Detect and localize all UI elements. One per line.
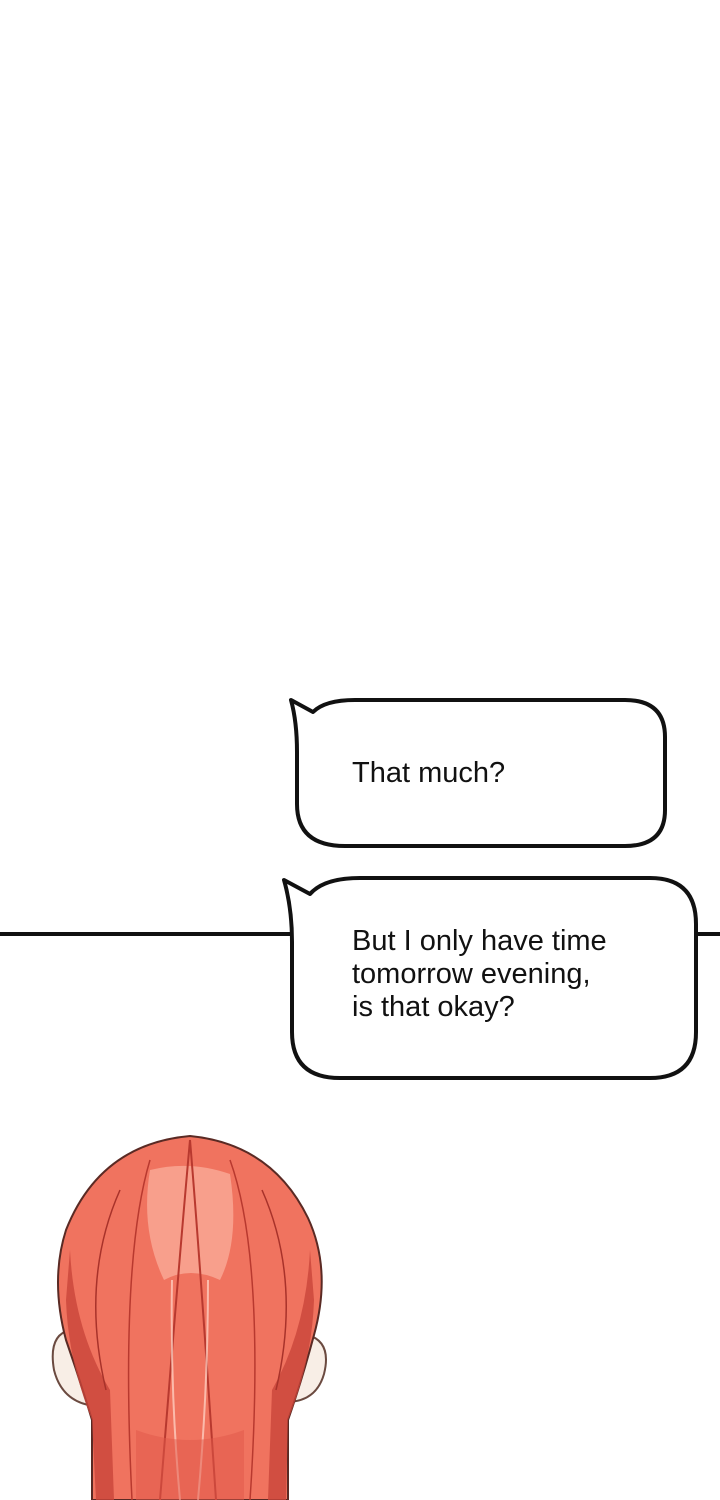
character-back-of-head xyxy=(40,1130,340,1500)
speech-bubble-1-text: That much? xyxy=(352,757,506,789)
speech-bubble-1 xyxy=(289,698,667,848)
speech-bubble-2 xyxy=(282,876,698,1080)
speech-bubble-2-text: But I only have time tomorrow evening, i… xyxy=(352,925,607,1023)
red-haired-character-illustration xyxy=(51,1134,327,1500)
